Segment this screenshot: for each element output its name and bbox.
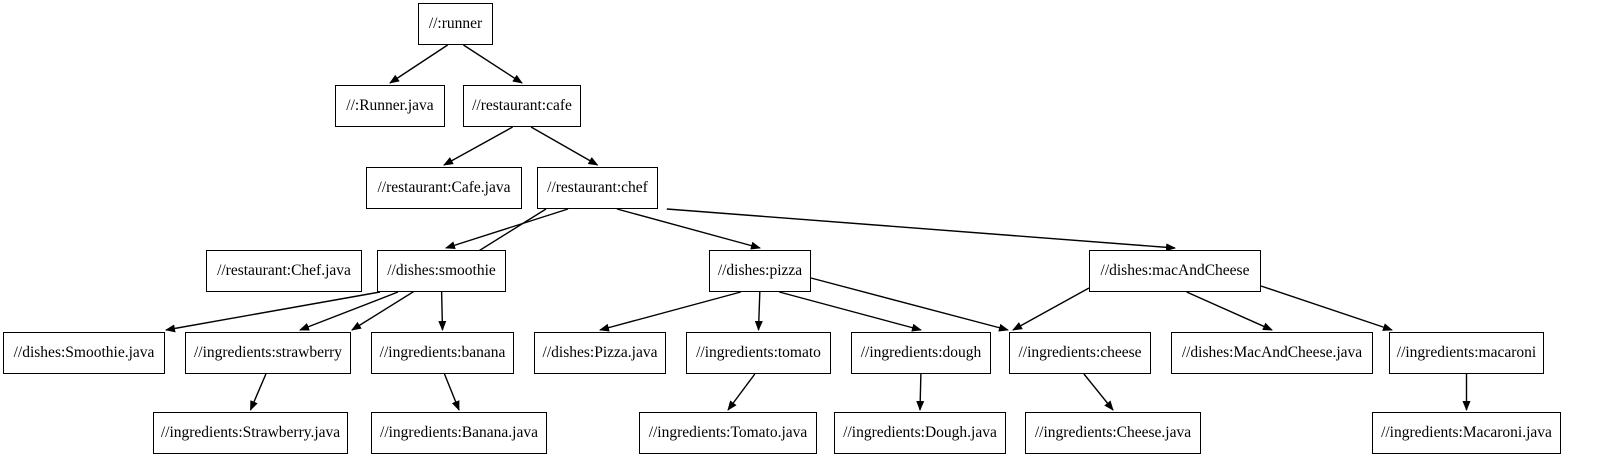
graph-node-ing_cheese[interactable]: //ingredients:cheese: [1009, 332, 1151, 374]
graph-edge-restaurant_chef-to-dishes_pizza: [616, 208, 761, 250]
graph-node-dishes_smoothie[interactable]: //dishes:smoothie: [377, 250, 506, 292]
graph-node-dough_java[interactable]: //ingredients:Dough.java: [834, 412, 1006, 454]
graph-edge-dishes_smoothie-to-ing_banana: [438, 291, 447, 331]
graph-node-label: //ingredients:Strawberry.java: [160, 424, 341, 442]
graph-node-label: //ingredients:cheese: [1018, 344, 1142, 362]
graph-node-runner[interactable]: //:runner: [418, 3, 493, 45]
graph-node-label: //ingredients:Tomato.java: [648, 424, 808, 442]
graph-node-label: //:Runner.java: [346, 97, 434, 115]
graph-node-ing_macaroni[interactable]: //ingredients:macaroni: [1389, 332, 1544, 374]
graph-edge-restaurant_chef-to-dishes_mac: [666, 208, 1176, 252]
graph-edge-ing_tomato-to-tomato_java: [727, 373, 756, 411]
graph-node-label: //ingredients:Dough.java: [843, 424, 997, 442]
graph-edge-dishes_mac-to-mac_java: [1186, 291, 1273, 331]
graph-edge-dishes_mac-to-ing_cheese: [1012, 287, 1090, 331]
graph-node-label: //ingredients:Banana.java: [380, 424, 538, 442]
graph-edge-dishes_pizza-to-pizza_java: [599, 291, 741, 332]
graph-node-dishes_mac[interactable]: //dishes:macAndCheese: [1089, 250, 1261, 292]
graph-node-label: //restaurant:cafe: [472, 97, 572, 115]
graph-node-chef_java[interactable]: //restaurant:Chef.java: [206, 250, 362, 292]
graph-node-tomato_java[interactable]: //ingredients:Tomato.java: [639, 412, 817, 454]
graph-edge-dishes_smoothie-to-ing_strawberry: [299, 291, 399, 331]
graph-edge-runner-to-runner_java: [389, 44, 449, 84]
graph-node-label: //ingredients:banana: [379, 344, 506, 362]
graph-node-dishes_pizza[interactable]: //dishes:pizza: [709, 250, 811, 292]
graph-node-pizza_java[interactable]: //dishes:Pizza.java: [534, 332, 666, 374]
graph-node-label: //:runner: [428, 15, 483, 33]
graph-edge-dishes_mac-to-ing_macaroni: [1260, 285, 1393, 331]
graph-node-label: //dishes:macAndCheese: [1100, 262, 1250, 280]
graph-edge-dishes_pizza-to-ing_cheese: [810, 277, 1009, 332]
graph-node-label: //restaurant:chef: [547, 179, 648, 197]
graph-node-label: //ingredients:tomato: [696, 344, 821, 362]
graph-node-label: //dishes:Pizza.java: [542, 344, 658, 362]
graph-node-label: //dishes:smoothie: [387, 262, 496, 280]
graph-edge-restaurant_chef-to-dishes_smoothie: [445, 208, 569, 250]
graph-node-label: //dishes:MacAndCheese.java: [1181, 344, 1363, 362]
graph-node-mac_java[interactable]: //dishes:MacAndCheese.java: [1171, 332, 1373, 374]
graph-edge-dishes_pizza-to-ing_tomato: [754, 291, 763, 331]
graph-node-runner_java[interactable]: //:Runner.java: [335, 85, 445, 127]
graph-node-label: //ingredients:strawberry: [193, 344, 343, 362]
graph-node-banana_java[interactable]: //ingredients:Banana.java: [371, 412, 547, 454]
graph-edge-dishes_pizza-to-ing_dough: [779, 291, 922, 332]
graph-node-cafe_java[interactable]: //restaurant:Cafe.java: [366, 167, 522, 209]
graph-node-strawberry_java[interactable]: //ingredients:Strawberry.java: [153, 412, 348, 454]
graph-node-label: //ingredients:dough: [860, 344, 982, 362]
graph-node-label: //ingredients:Macaroni.java: [1381, 424, 1552, 442]
graph-node-label: //dishes:pizza: [717, 262, 803, 280]
graph-node-cheese_java[interactable]: //ingredients:Cheese.java: [1025, 412, 1201, 454]
graph-edge-restaurant_cafe-to-cafe_java: [443, 126, 513, 166]
graph-node-smoothie_java[interactable]: //dishes:Smoothie.java: [3, 332, 165, 374]
graph-edge-ing_banana-to-banana_java: [443, 373, 460, 411]
graph-node-ing_strawberry[interactable]: //ingredients:strawberry: [185, 332, 351, 374]
graph-node-ing_tomato[interactable]: //ingredients:tomato: [686, 332, 831, 374]
graph-edge-runner-to-restaurant_cafe: [463, 44, 523, 84]
graph-node-label: //dishes:Smoothie.java: [13, 344, 155, 362]
graph-edge-ing_dough-to-dough_java: [916, 373, 925, 411]
graph-edge-dishes_smoothie-to-smoothie_java: [165, 291, 381, 333]
graph-edge-restaurant_cafe-to-restaurant_chef: [530, 126, 599, 166]
graph-node-label: //ingredients:Cheese.java: [1034, 424, 1192, 442]
graph-node-restaurant_cafe[interactable]: //restaurant:cafe: [463, 85, 581, 127]
graph-edge-ing_cheese-to-cheese_java: [1083, 373, 1114, 411]
graph-node-label: //restaurant:Chef.java: [217, 262, 351, 280]
graph-node-label: //ingredients:macaroni: [1396, 344, 1537, 362]
graph-node-ing_banana[interactable]: //ingredients:banana: [371, 332, 514, 374]
graph-node-ing_dough[interactable]: //ingredients:dough: [851, 332, 991, 374]
graph-node-macaroni_java[interactable]: //ingredients:Macaroni.java: [1372, 412, 1561, 454]
graph-node-label: //restaurant:Cafe.java: [377, 179, 511, 197]
graph-node-restaurant_chef[interactable]: //restaurant:chef: [537, 167, 658, 209]
graph-edge-ing_strawberry-to-strawberry_java: [249, 373, 267, 411]
